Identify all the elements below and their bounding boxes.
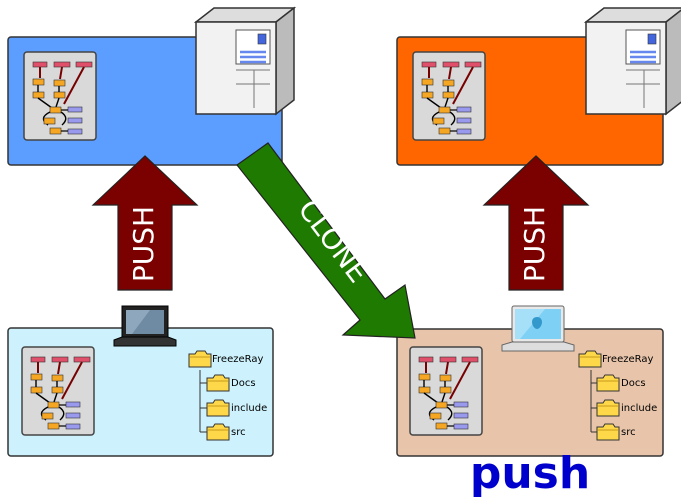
- push-arrow-right-label: PUSH: [518, 206, 551, 282]
- clone-arrow: CLONE: [236, 142, 416, 339]
- folder-root-label: FreezeRay: [212, 354, 263, 365]
- file-tree-right: FreezeRay Docs include src: [578, 350, 657, 441]
- folder-include-label: include: [231, 403, 267, 414]
- server-tower-icon: [194, 6, 296, 116]
- folder-src-label: src: [231, 427, 246, 438]
- server-tower-icon: [584, 6, 681, 116]
- black-laptop-icon: [113, 305, 177, 347]
- commit-graph-icon: [23, 51, 97, 141]
- push-arrow-right: PUSH: [482, 155, 590, 291]
- folder-include-label: include: [621, 403, 657, 414]
- folder-docs-label: Docs: [231, 378, 256, 389]
- commit-graph-icon: [412, 51, 486, 141]
- commit-graph-icon: [409, 346, 483, 436]
- folder-src-label: src: [621, 427, 636, 438]
- push-arrow-left-label: PUSH: [127, 206, 160, 282]
- folder-docs-label: Docs: [621, 378, 646, 389]
- caption-push: push: [470, 448, 590, 497]
- folder-root-label: FreezeRay: [602, 354, 653, 365]
- push-arrow-left: PUSH: [91, 155, 199, 291]
- white-macbook-icon: [501, 305, 575, 352]
- commit-graph-icon: [21, 346, 95, 436]
- file-tree-left: FreezeRay Docs include src: [188, 350, 267, 441]
